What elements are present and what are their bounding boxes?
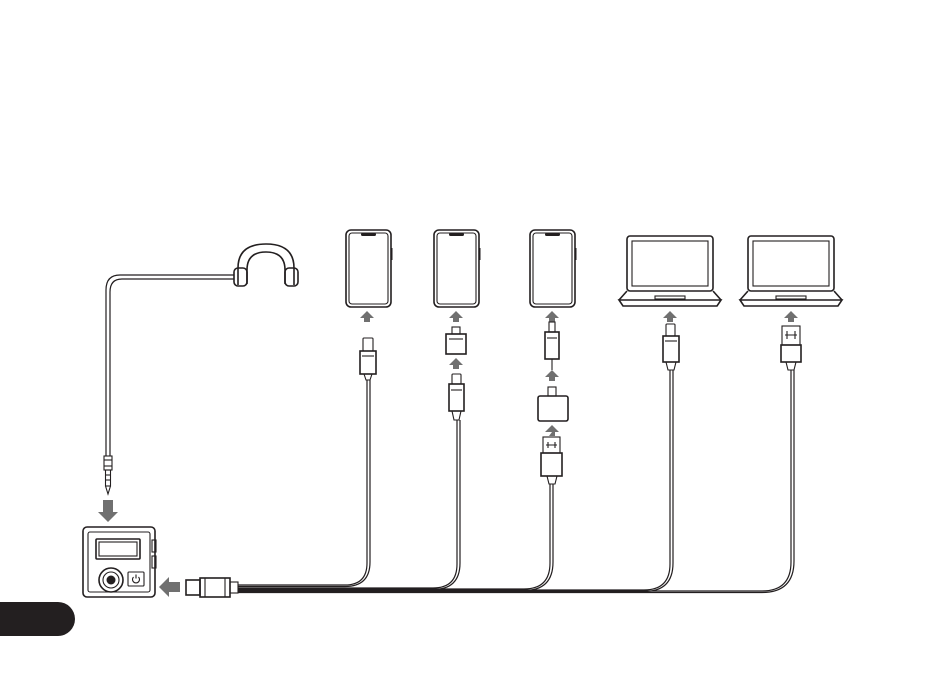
usb-a-adapter: [538, 387, 568, 421]
usb-c-plug-1: [360, 338, 376, 380]
arrow-up-icon: [545, 370, 559, 381]
arrow-up-icon: [449, 311, 463, 322]
headphones-icon: [234, 244, 298, 286]
laptop-2: [740, 236, 842, 306]
arrow-up-icon: [663, 311, 677, 322]
laptop-1: [619, 236, 721, 306]
power-icon: [133, 575, 140, 583]
arrow-down-icon: [98, 500, 118, 522]
arrow-left-icon: [159, 577, 180, 597]
arrow-up-icon: [545, 425, 559, 436]
usb-c-plug-2: [449, 374, 464, 420]
arrow-up-icon: [360, 311, 374, 322]
device-usb-c-plug: [186, 578, 238, 597]
smartphone-2: [434, 230, 481, 307]
smartphone-3: [530, 230, 577, 307]
usb-a-plug-3: [541, 437, 562, 484]
audio-jack-plug: [104, 456, 112, 494]
arrow-up-icon: [545, 311, 559, 322]
cable-bundle: [238, 370, 794, 593]
usb-c-plug-4: [663, 324, 679, 370]
smartphone-1: [346, 230, 393, 307]
usb-a-plug-5: [781, 326, 801, 370]
receiver-device: [83, 527, 156, 597]
lightning-plug-3: [545, 322, 559, 370]
arrow-up-icon: [449, 358, 463, 369]
lightning-adapter: [446, 327, 466, 354]
arrow-up-icon: [784, 311, 798, 322]
headphone-cable: [106, 275, 234, 456]
